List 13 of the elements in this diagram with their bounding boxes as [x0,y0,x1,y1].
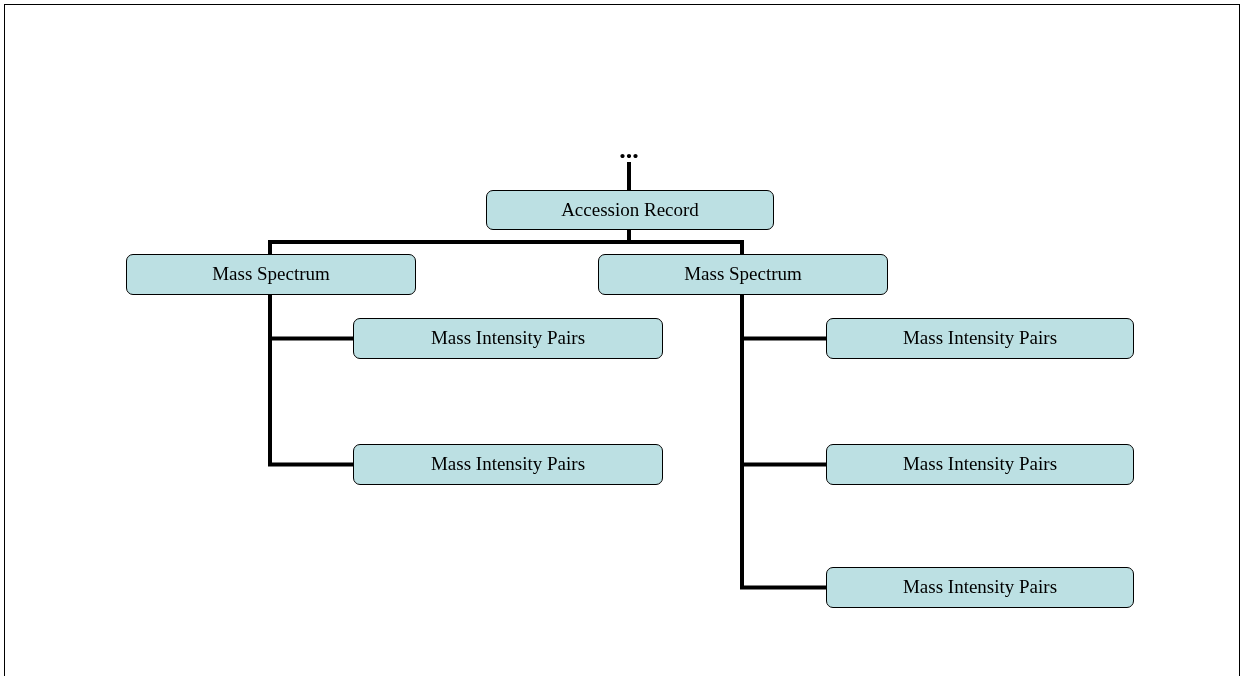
record-box: Mass Intensity Pairs [826,318,1134,359]
connector-line [627,162,631,190]
record-box: Mass Spectrum [598,254,888,295]
record-box: Mass Spectrum [126,254,416,295]
record-box: Mass Intensity Pairs [826,567,1134,608]
record-box: Mass Intensity Pairs [353,444,663,485]
record-box: Accession Record [486,190,774,230]
record-box: Mass Intensity Pairs [826,444,1134,485]
ellipsis-text: ... [612,138,646,162]
record-box: Mass Intensity Pairs [353,318,663,359]
connector-line [268,295,353,467]
connector-line [627,230,744,254]
connector-line [740,295,826,590]
